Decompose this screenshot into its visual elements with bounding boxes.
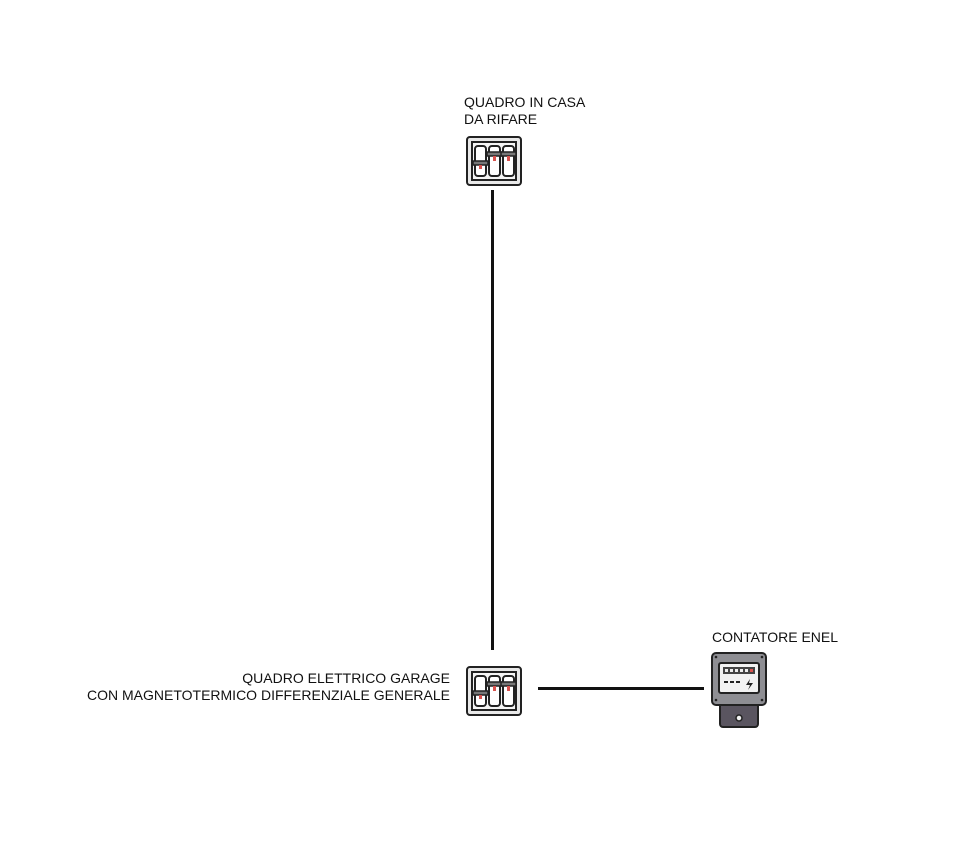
label-line: CON MAGNETOTERMICO DIFFERENZIALE GENERAL…: [86, 687, 450, 703]
connection-casa-garage: [491, 190, 494, 650]
connection-garage-contatore: [538, 687, 704, 690]
electric-meter-icon[interactable]: [710, 651, 768, 729]
label-line: QUADRO ELETTRICO GARAGE: [242, 670, 450, 686]
label-line: QUADRO IN CASA: [464, 94, 586, 110]
node-contatore-label: CONTATORE ENEL: [712, 629, 839, 645]
node-garage-label: QUADRO ELETTRICO GARAGE CON MAGNETOTERMI…: [87, 670, 450, 704]
breaker-panel-icon[interactable]: [465, 135, 523, 187]
node-casa-label: QUADRO IN CASA DA RIFARE: [464, 94, 585, 128]
label-line: DA RIFARE: [464, 111, 538, 127]
breaker-panel-icon[interactable]: [465, 665, 523, 717]
